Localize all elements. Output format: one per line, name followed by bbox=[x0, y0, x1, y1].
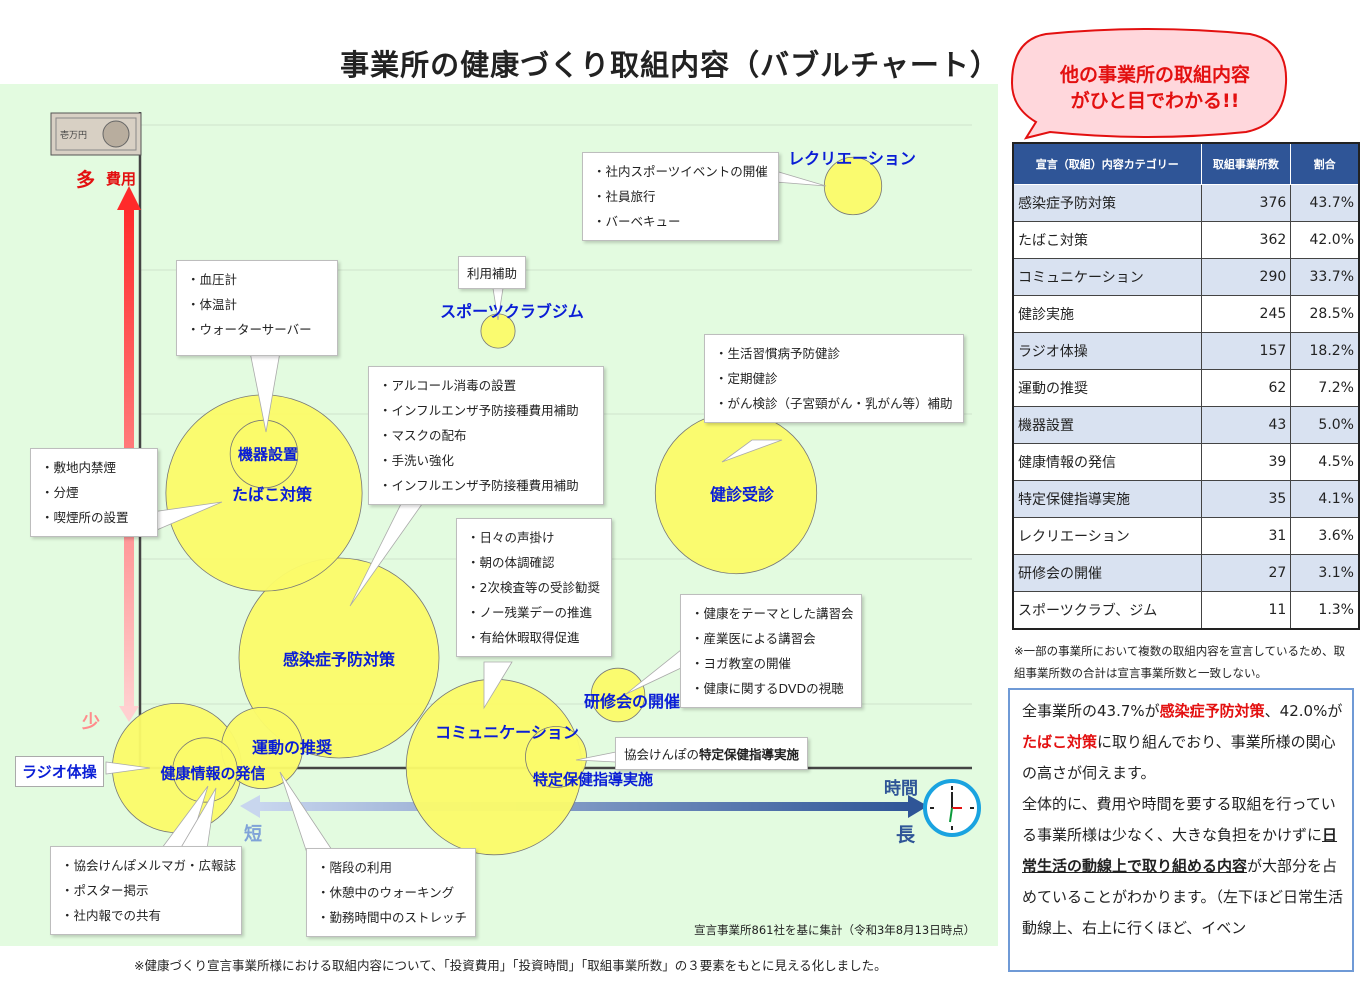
bubble-chart bbox=[105, 112, 972, 857]
bubble-label-training: 研修会の開催 bbox=[583, 692, 681, 711]
svg-text:壱万円: 壱万円 bbox=[60, 129, 87, 141]
callout-communication: ・日々の声掛け・朝の体調確認・2次検査等の受診勧奨 ・ノー残業デーの推進・有給休… bbox=[456, 518, 612, 657]
pointer-radio bbox=[105, 761, 151, 775]
callout-tobacco: ・敷地内禁煙・分煙・喫煙所の設置 bbox=[30, 448, 158, 537]
basis-note: 宣言事業所861社を基に集計（令和3年8月13日時点） bbox=[694, 923, 976, 937]
banknote-icon: 壱万円 bbox=[50, 112, 142, 156]
bubble-label-infection: 感染症予防対策 bbox=[282, 650, 396, 669]
callout-exercise: ・階段の利用・休憩中のウォーキング・勤務時間中のストレッチ bbox=[306, 848, 476, 937]
page-title: 事業所の健康づくり取組内容（バブルチャート） bbox=[340, 48, 1000, 82]
bubble-label-communication: コミュニケーション bbox=[435, 723, 579, 742]
callout-checkup: ・生活習慣病予防健診・定期健診・がん検診（子宮頸がん・乳がん等）補助 bbox=[704, 334, 964, 423]
speech-bubble bbox=[1010, 28, 1288, 140]
callout-training: ・健康をテーマとした講習会・産業医による講習会・ヨガ教室の開催・健康に関するDV… bbox=[680, 594, 862, 708]
x-axis-arrowhead-right bbox=[908, 795, 928, 818]
callout-info: ・協会けんぽメルマガ・広報誌・ポスター掲示・社内報での共有 bbox=[50, 846, 242, 935]
x-axis-short-mark: 短 bbox=[244, 824, 262, 845]
y-axis-arrowhead-up bbox=[117, 186, 141, 210]
callout-guidance: 協会けんぽの特定保健指導実施 bbox=[615, 737, 809, 770]
bubble-label-sports: スポーツクラブジム bbox=[440, 302, 584, 321]
footnote: ※健康づくり宣言事業所様における取組内容について、「投資費用」「投資時間」「取組… bbox=[134, 958, 887, 973]
summary-box: 全事業所の43.7%が感染症予防対策、42.0%がたばこ対策に取り組んでおり、事… bbox=[1008, 688, 1354, 972]
bubble-label-tobacco: たばこ対策 bbox=[231, 485, 313, 504]
callout-infection: ・アルコール消毒の設置・インフルエンザ予防接種費用補助・マスクの配布 ・手洗い強… bbox=[368, 366, 604, 505]
y-axis-low-mark: 少 bbox=[82, 712, 100, 733]
bubble-特定保健指導実施 bbox=[525, 726, 587, 788]
y-axis-high-mark: 多 bbox=[76, 169, 96, 191]
bubble-label-equipment: 機器設置 bbox=[237, 445, 299, 464]
pointer-recreation bbox=[771, 169, 827, 187]
callout-equipment: ・血圧計・体温計・ウォーターサーバー bbox=[176, 260, 338, 356]
pointer-communication bbox=[483, 661, 513, 710]
table-header-category: 宣言（取組）内容カテゴリー bbox=[1012, 142, 1202, 185]
speech-text: 他の事業所の取組内容 がひと目でわかる!! bbox=[1059, 64, 1250, 112]
x-axis-arrowhead-left bbox=[240, 795, 260, 818]
table-note: ※一部の事業所において複数の取組内容を宣言しているため、取組事業所数の合計は宣言… bbox=[1014, 644, 1345, 680]
y-axis-label: 費用 bbox=[106, 170, 137, 188]
bubble-感染症予防対策 bbox=[238, 557, 440, 759]
x-axis-long-mark: 長 bbox=[896, 824, 916, 846]
callout-recreation: ・社内スポーツイベントの開催・社員旅行・バーベキュー bbox=[582, 152, 779, 241]
bubble-label-exercise: 運動の推奨 bbox=[251, 738, 333, 757]
callout-sports: 利用補助 bbox=[458, 256, 527, 289]
x-axis-label: 時間 bbox=[884, 779, 918, 799]
bubble-label-info: 健康情報の発信 bbox=[160, 764, 266, 783]
pointer-checkup bbox=[721, 439, 783, 463]
bubble-健康情報の発信 bbox=[172, 737, 238, 803]
pointer-exercise bbox=[279, 771, 337, 857]
table-header-ratio: 割合 bbox=[1290, 142, 1360, 185]
clock-icon bbox=[923, 779, 981, 837]
bubble-label-checkup: 健診受診 bbox=[709, 485, 775, 504]
x-axis-arrow bbox=[258, 802, 912, 811]
table-header-count: 取組事業所数 bbox=[1200, 142, 1292, 185]
bubble-label-recreation: レクリエーション bbox=[788, 149, 916, 168]
bubble-label-radio: ラジオ体操 bbox=[15, 756, 104, 787]
y-axis-arrowhead-down bbox=[119, 706, 139, 722]
bubble-研修会の開催 bbox=[590, 667, 646, 723]
bubble-label-guidance: 特定保健指導実施 bbox=[532, 770, 654, 789]
